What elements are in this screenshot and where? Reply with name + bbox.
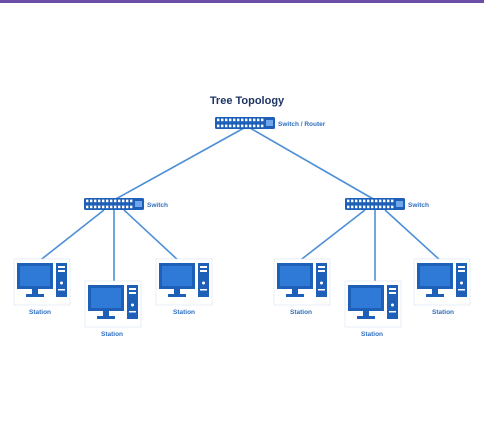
switch-router-icon xyxy=(215,117,275,129)
top-accent-bar xyxy=(0,0,484,3)
switch-icon xyxy=(84,198,144,210)
station-left-3: Station xyxy=(155,258,213,316)
switch-right-label: Switch xyxy=(408,202,429,209)
root-device-label: Switch / Router xyxy=(278,121,326,128)
link-root-to-switch-right xyxy=(249,127,376,201)
diagram-title: Tree Topology xyxy=(210,95,285,107)
link-switch-left-station-1 xyxy=(37,209,105,263)
station-label: Station xyxy=(29,309,51,316)
links xyxy=(37,127,443,284)
station-right-2: Station xyxy=(344,280,402,338)
workstation-icon xyxy=(344,280,402,328)
station-left-2: Station xyxy=(84,280,142,338)
switch-right: Switch xyxy=(345,198,429,210)
station-label: Station xyxy=(361,331,383,338)
station-label: Station xyxy=(101,331,123,338)
station-right-1: Station xyxy=(273,258,331,316)
link-switch-right-station-3 xyxy=(384,209,443,263)
workstation-icon xyxy=(155,258,213,306)
root-switch-router: Switch / Router xyxy=(215,117,326,129)
switch-icon xyxy=(345,198,405,210)
link-switch-left-station-3 xyxy=(123,209,181,263)
station-label: Station xyxy=(290,309,312,316)
switch-left: Switch xyxy=(84,198,168,210)
workstation-icon xyxy=(13,258,71,306)
link-switch-right-station-1 xyxy=(297,209,366,263)
workstation-icon xyxy=(413,258,471,306)
workstation-icon xyxy=(84,280,142,328)
switch-left-label: Switch xyxy=(147,202,168,209)
station-label: Station xyxy=(432,309,454,316)
station-label: Station xyxy=(173,309,195,316)
station-right-3: Station xyxy=(413,258,471,316)
workstation-icon xyxy=(273,258,331,306)
station-left-1: Station xyxy=(13,258,71,316)
link-root-to-switch-left xyxy=(113,127,245,201)
